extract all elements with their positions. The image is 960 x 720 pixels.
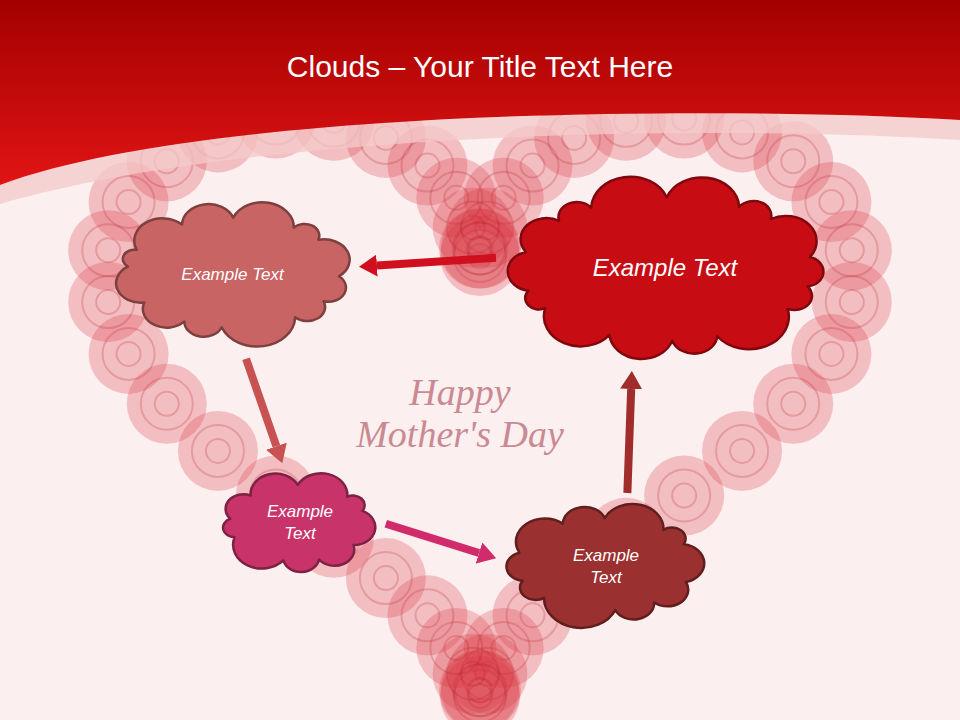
cloud-outline xyxy=(508,177,824,359)
watermark-text: Happy Mother's Day xyxy=(355,372,565,456)
flow-arrow xyxy=(246,359,276,446)
rose-petal xyxy=(374,566,398,590)
rose-petal xyxy=(781,392,805,416)
cloud-shape xyxy=(218,467,382,578)
cloud-outline xyxy=(506,504,704,628)
text-wrap: Example Text xyxy=(593,253,738,283)
cloud-node: Example Text xyxy=(110,195,355,355)
rose-petal xyxy=(155,392,179,416)
text-wrap: Example Text xyxy=(255,501,345,544)
rose-petal xyxy=(117,342,141,366)
rose-petal xyxy=(672,483,696,507)
rose-petal xyxy=(96,290,120,314)
cloud-outline xyxy=(116,202,350,346)
rose-petal xyxy=(730,439,754,463)
cloud-node: Example Text xyxy=(218,467,382,578)
rose-petal xyxy=(117,190,141,214)
rose-petal xyxy=(767,378,819,430)
flow-arrow xyxy=(627,389,631,493)
rose-petal xyxy=(840,238,864,262)
rose-bloom xyxy=(439,208,519,288)
cloud-text: Example Text xyxy=(255,501,345,544)
cloud-node: Example Text xyxy=(500,168,830,367)
flow-arrow xyxy=(377,258,496,266)
rose-petal xyxy=(819,190,843,214)
flow-arrow xyxy=(386,524,479,553)
cloud-node: Example Text xyxy=(500,497,712,636)
rose-petal xyxy=(453,222,505,274)
rose-heart xyxy=(68,79,892,720)
rose-petal xyxy=(819,342,843,366)
rose-petal xyxy=(415,603,439,627)
cloud-text: Example Text xyxy=(561,545,651,588)
cloud-outline xyxy=(223,473,375,572)
rose-petal xyxy=(360,552,412,604)
rose-petal xyxy=(192,425,244,477)
cloud-shape xyxy=(500,497,712,636)
text-wrap: Example Text xyxy=(181,264,283,285)
rose-petal xyxy=(658,469,710,521)
rose-petal xyxy=(96,238,120,262)
rose-petal xyxy=(840,290,864,314)
cloud-text: Example Text xyxy=(181,264,283,285)
text-wrap: Example Text xyxy=(561,545,651,588)
rose xyxy=(439,208,519,288)
rose-petal xyxy=(781,149,805,173)
cloud-text: Example Text xyxy=(593,253,738,283)
slide-title: Clouds – Your Title Text Here xyxy=(0,50,960,84)
rose-petal xyxy=(206,439,230,463)
header-band xyxy=(0,0,960,185)
rose-petal xyxy=(716,425,768,477)
